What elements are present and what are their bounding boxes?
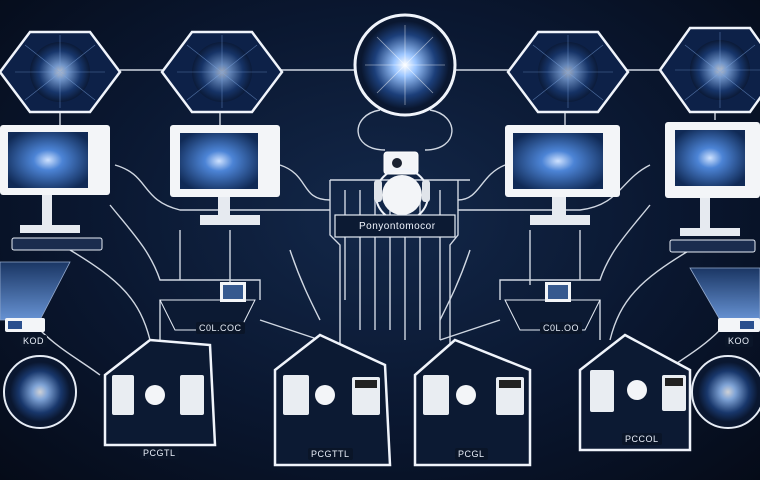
rack-label-4: PCCOL — [622, 433, 662, 445]
projector-icon — [689, 267, 760, 332]
projector-label-left: KOD — [20, 335, 48, 347]
globe-orb-icon — [3, 355, 77, 429]
rack-label-1: PCGTL — [140, 447, 179, 459]
monitor-icon — [665, 122, 760, 253]
monitor-icon — [505, 125, 620, 225]
server-rack-icon — [413, 338, 532, 467]
hub-label: Ponyontomocor — [359, 221, 436, 232]
server-rack-icon — [578, 333, 692, 452]
hub-core-icon — [353, 13, 457, 117]
hexagon-globe-icon — [506, 30, 630, 114]
server-rack-icon — [103, 338, 217, 447]
connection-lines — [39, 69, 721, 376]
hexagon-globe-icon — [160, 30, 284, 114]
laptop-label-right: C0L.OO — [540, 322, 583, 334]
projector-label-right: KOO — [725, 335, 753, 347]
rack-label-2: PCGTTL — [308, 448, 353, 460]
globe-orb-icon — [691, 355, 760, 429]
server-rack-icon — [273, 333, 392, 467]
monitor-icon — [0, 125, 110, 251]
laptop-label-left: C0L.COC — [196, 322, 245, 334]
hexagon-globe-icon — [0, 30, 122, 114]
projector-icon — [0, 261, 71, 332]
hexagon-globe-icon — [658, 26, 760, 114]
hub-box — [334, 214, 456, 238]
camera-icon — [374, 151, 430, 222]
rack-label-3: PCGL — [455, 448, 488, 460]
monitor-icon — [170, 125, 280, 225]
